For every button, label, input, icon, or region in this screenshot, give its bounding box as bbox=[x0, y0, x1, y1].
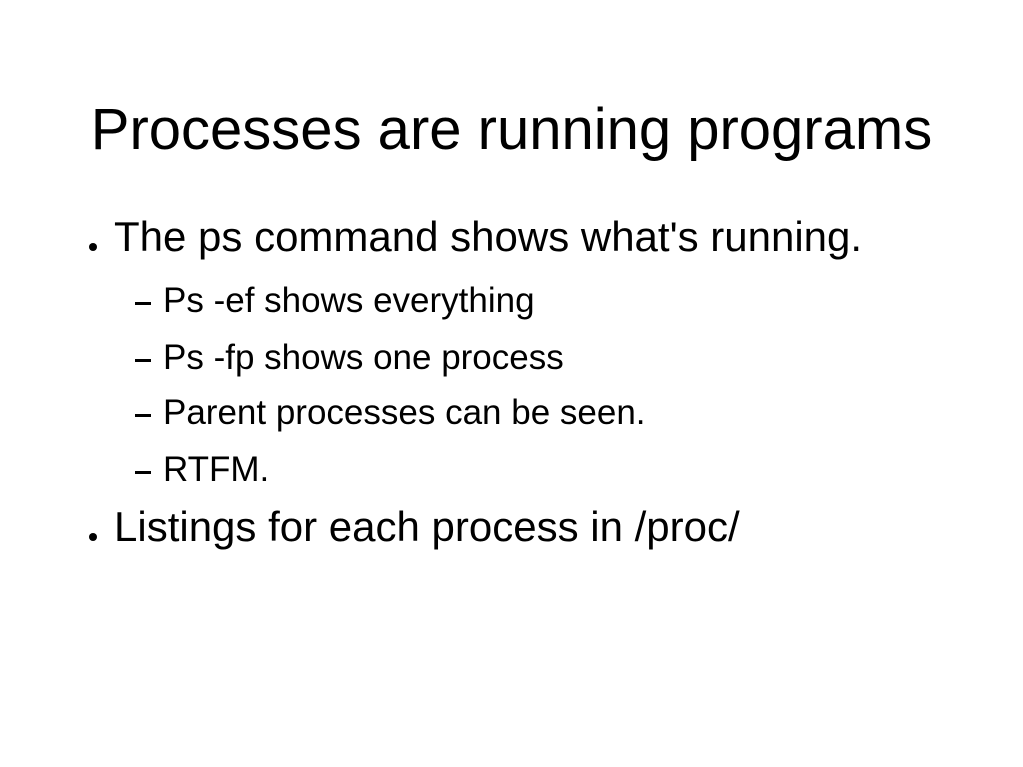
bullet-dash-icon bbox=[135, 471, 151, 474]
bullet-dash-icon bbox=[135, 414, 151, 417]
bullet-dot-icon bbox=[89, 533, 97, 541]
bullet-text: Listings for each process in /proc/ bbox=[114, 503, 740, 550]
sub-bullet-text: Ps -ef shows everything bbox=[163, 281, 535, 320]
sub-bullet-text: Ps -fp shows one process bbox=[163, 338, 564, 377]
bullet-text: The ps command shows what's running. bbox=[114, 213, 863, 260]
sub-bullet-text: Parent processes can be seen. bbox=[163, 393, 646, 432]
sub-bullet-text: RTFM. bbox=[163, 450, 270, 489]
slide-title: Processes are running programs bbox=[90, 97, 933, 162]
bullet-dash-icon bbox=[135, 359, 151, 362]
bullet-dot-icon bbox=[89, 243, 97, 251]
bullet-dash-icon bbox=[135, 302, 151, 305]
